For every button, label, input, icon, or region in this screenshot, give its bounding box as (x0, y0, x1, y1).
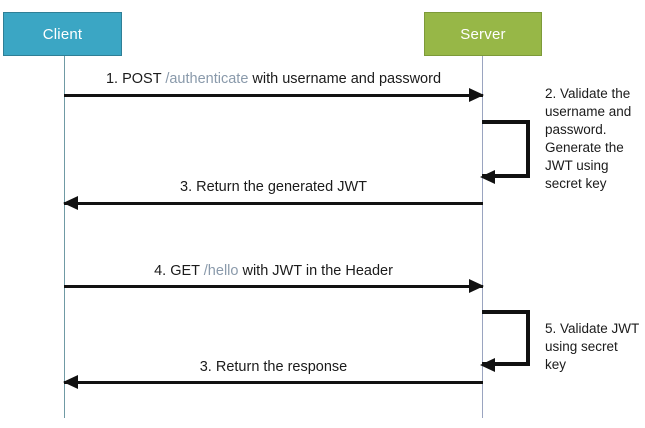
note-validate-jwt: 5. Validate JWT using secret key (545, 321, 640, 372)
message-arrow-2 (63, 196, 483, 210)
lifeline-server (482, 56, 483, 418)
message-arrow-1 (64, 88, 484, 102)
self-call-validate-credentials (480, 120, 530, 184)
message-3-suffix: with JWT in the Header (238, 263, 393, 279)
message-label-2: 3. Return the generated JWT (64, 179, 483, 195)
message-label-3: 4. GET /hello with JWT in the Header (64, 263, 483, 279)
message-1-path: /authenticate (165, 71, 249, 87)
message-label-4: 3. Return the response (64, 359, 483, 375)
arrowhead-left-icon (63, 196, 78, 210)
arrowhead-left-icon (480, 169, 495, 184)
message-arrow-3 (64, 279, 484, 293)
arrowhead-right-icon (469, 279, 484, 293)
arrowhead-left-icon (480, 357, 495, 372)
participant-server-label: Server (460, 25, 506, 43)
message-2-prefix: 3. Return the generated JWT (180, 179, 367, 195)
message-3-path: /hello (203, 263, 239, 279)
lifeline-client (64, 56, 65, 418)
message-arrow-4 (63, 375, 483, 389)
arrowhead-right-icon (469, 88, 484, 102)
message-4-prefix: 3. Return the response (199, 359, 348, 375)
arrowhead-left-icon (63, 375, 78, 389)
participant-client-label: Client (42, 25, 83, 43)
message-1-suffix: with username and password (248, 71, 442, 87)
message-label-1: 1. POST /authenticate with username and … (64, 71, 483, 87)
self-call-validate-jwt (480, 310, 530, 372)
message-3-prefix: 4. GET (154, 263, 204, 279)
note-validate-credentials: 2. Validate the username and password. G… (545, 86, 632, 191)
participant-server: Server (424, 12, 542, 56)
message-1-prefix: 1. POST (105, 71, 166, 87)
participant-client: Client (3, 12, 122, 56)
